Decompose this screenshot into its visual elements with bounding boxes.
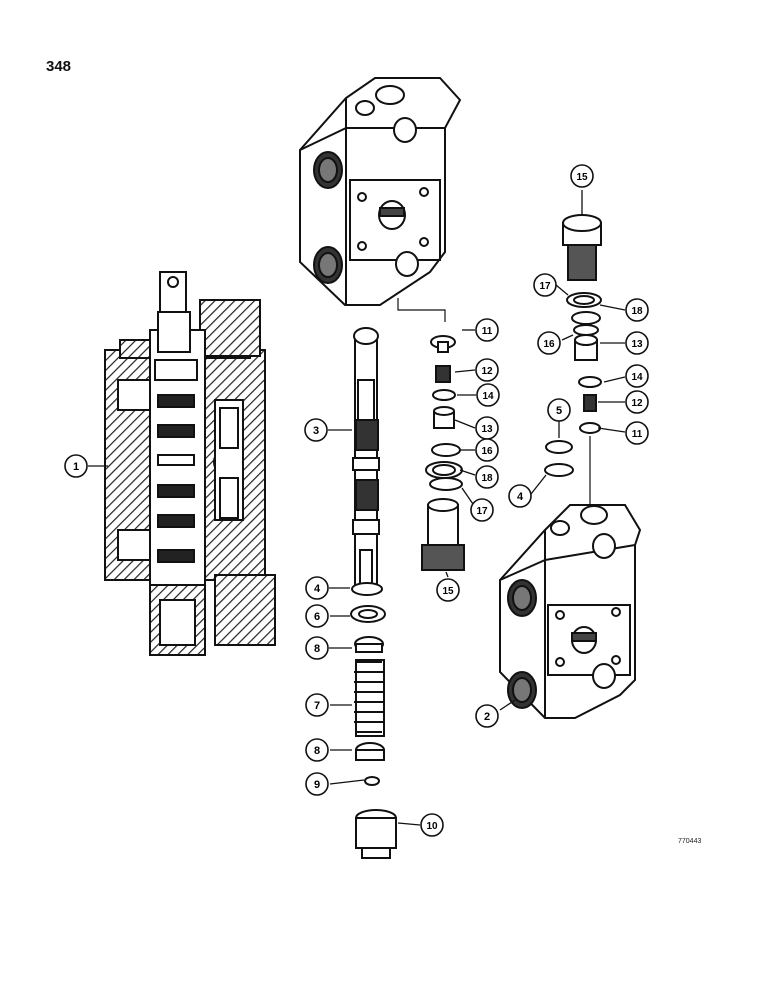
- svg-text:2: 2: [484, 711, 490, 723]
- callout-7: 7: [305, 693, 329, 717]
- callout-5: 5: [547, 398, 571, 422]
- svg-text:4: 4: [517, 491, 524, 503]
- callout-11-center: 11: [475, 318, 499, 342]
- svg-text:11: 11: [482, 326, 493, 337]
- svg-text:14: 14: [482, 391, 494, 402]
- callout-4-right: 4: [508, 484, 532, 508]
- callout-1: 1: [64, 454, 88, 478]
- svg-text:18: 18: [481, 473, 493, 484]
- callout-17-right: 17: [533, 273, 557, 297]
- callout-15-center: 15: [436, 578, 460, 602]
- svg-text:8: 8: [314, 745, 320, 757]
- svg-text:15: 15: [576, 172, 588, 183]
- callout-13-center: 13: [475, 416, 499, 440]
- callout-16-right: 16: [537, 331, 561, 355]
- svg-text:3: 3: [313, 425, 319, 437]
- callout-16-center: 16: [475, 438, 499, 462]
- svg-text:13: 13: [631, 339, 643, 350]
- callout-13-right: 13: [625, 331, 649, 355]
- svg-text:9: 9: [314, 779, 320, 791]
- svg-text:18: 18: [631, 306, 643, 317]
- spool: [352, 327, 380, 591]
- svg-text:16: 16: [481, 446, 493, 457]
- callout-9: 9: [305, 772, 329, 796]
- callout-18-right: 18: [625, 298, 649, 322]
- callout-10: 10: [420, 813, 444, 837]
- svg-text:8: 8: [314, 643, 320, 655]
- callout-17-center: 17: [470, 498, 494, 522]
- svg-text:13: 13: [481, 424, 493, 435]
- svg-text:15: 15: [442, 586, 454, 597]
- callout-6: 6: [305, 604, 329, 628]
- relief-stack-center: [421, 335, 465, 571]
- svg-text:5: 5: [556, 405, 562, 417]
- valve-body-bottom: [499, 436, 642, 719]
- svg-text:17: 17: [539, 281, 551, 292]
- callout-14-center: 14: [476, 383, 500, 407]
- callout-8-lower: 8: [305, 738, 329, 762]
- svg-text:12: 12: [481, 366, 493, 377]
- callout-14-right: 14: [625, 364, 649, 388]
- svg-text:6: 6: [314, 611, 320, 623]
- callout-11-right: 11: [625, 421, 649, 445]
- callout-4-left: 4: [305, 576, 329, 600]
- svg-text:14: 14: [631, 372, 643, 383]
- callout-12-right: 12: [625, 390, 649, 414]
- callout-3: 3: [304, 418, 328, 442]
- svg-text:1: 1: [73, 461, 79, 473]
- svg-text:7: 7: [314, 700, 320, 712]
- svg-text:16: 16: [543, 339, 555, 350]
- callout-2: 2: [475, 704, 499, 728]
- figure-code: 770443: [678, 838, 702, 845]
- valve-body-top: [299, 77, 462, 322]
- svg-text:12: 12: [631, 398, 643, 409]
- svg-text:10: 10: [426, 821, 438, 832]
- page-number: 348: [46, 58, 72, 75]
- spring-stack: [350, 582, 397, 859]
- svg-text:17: 17: [476, 506, 488, 517]
- callout-12-center: 12: [475, 358, 499, 382]
- svg-text:11: 11: [632, 429, 643, 440]
- callout-15-right: 15: [570, 164, 594, 188]
- callout-8-upper: 8: [305, 636, 329, 660]
- valve-cutaway: [104, 271, 276, 656]
- svg-text:4: 4: [314, 583, 321, 595]
- callout-18-center: 18: [475, 465, 499, 489]
